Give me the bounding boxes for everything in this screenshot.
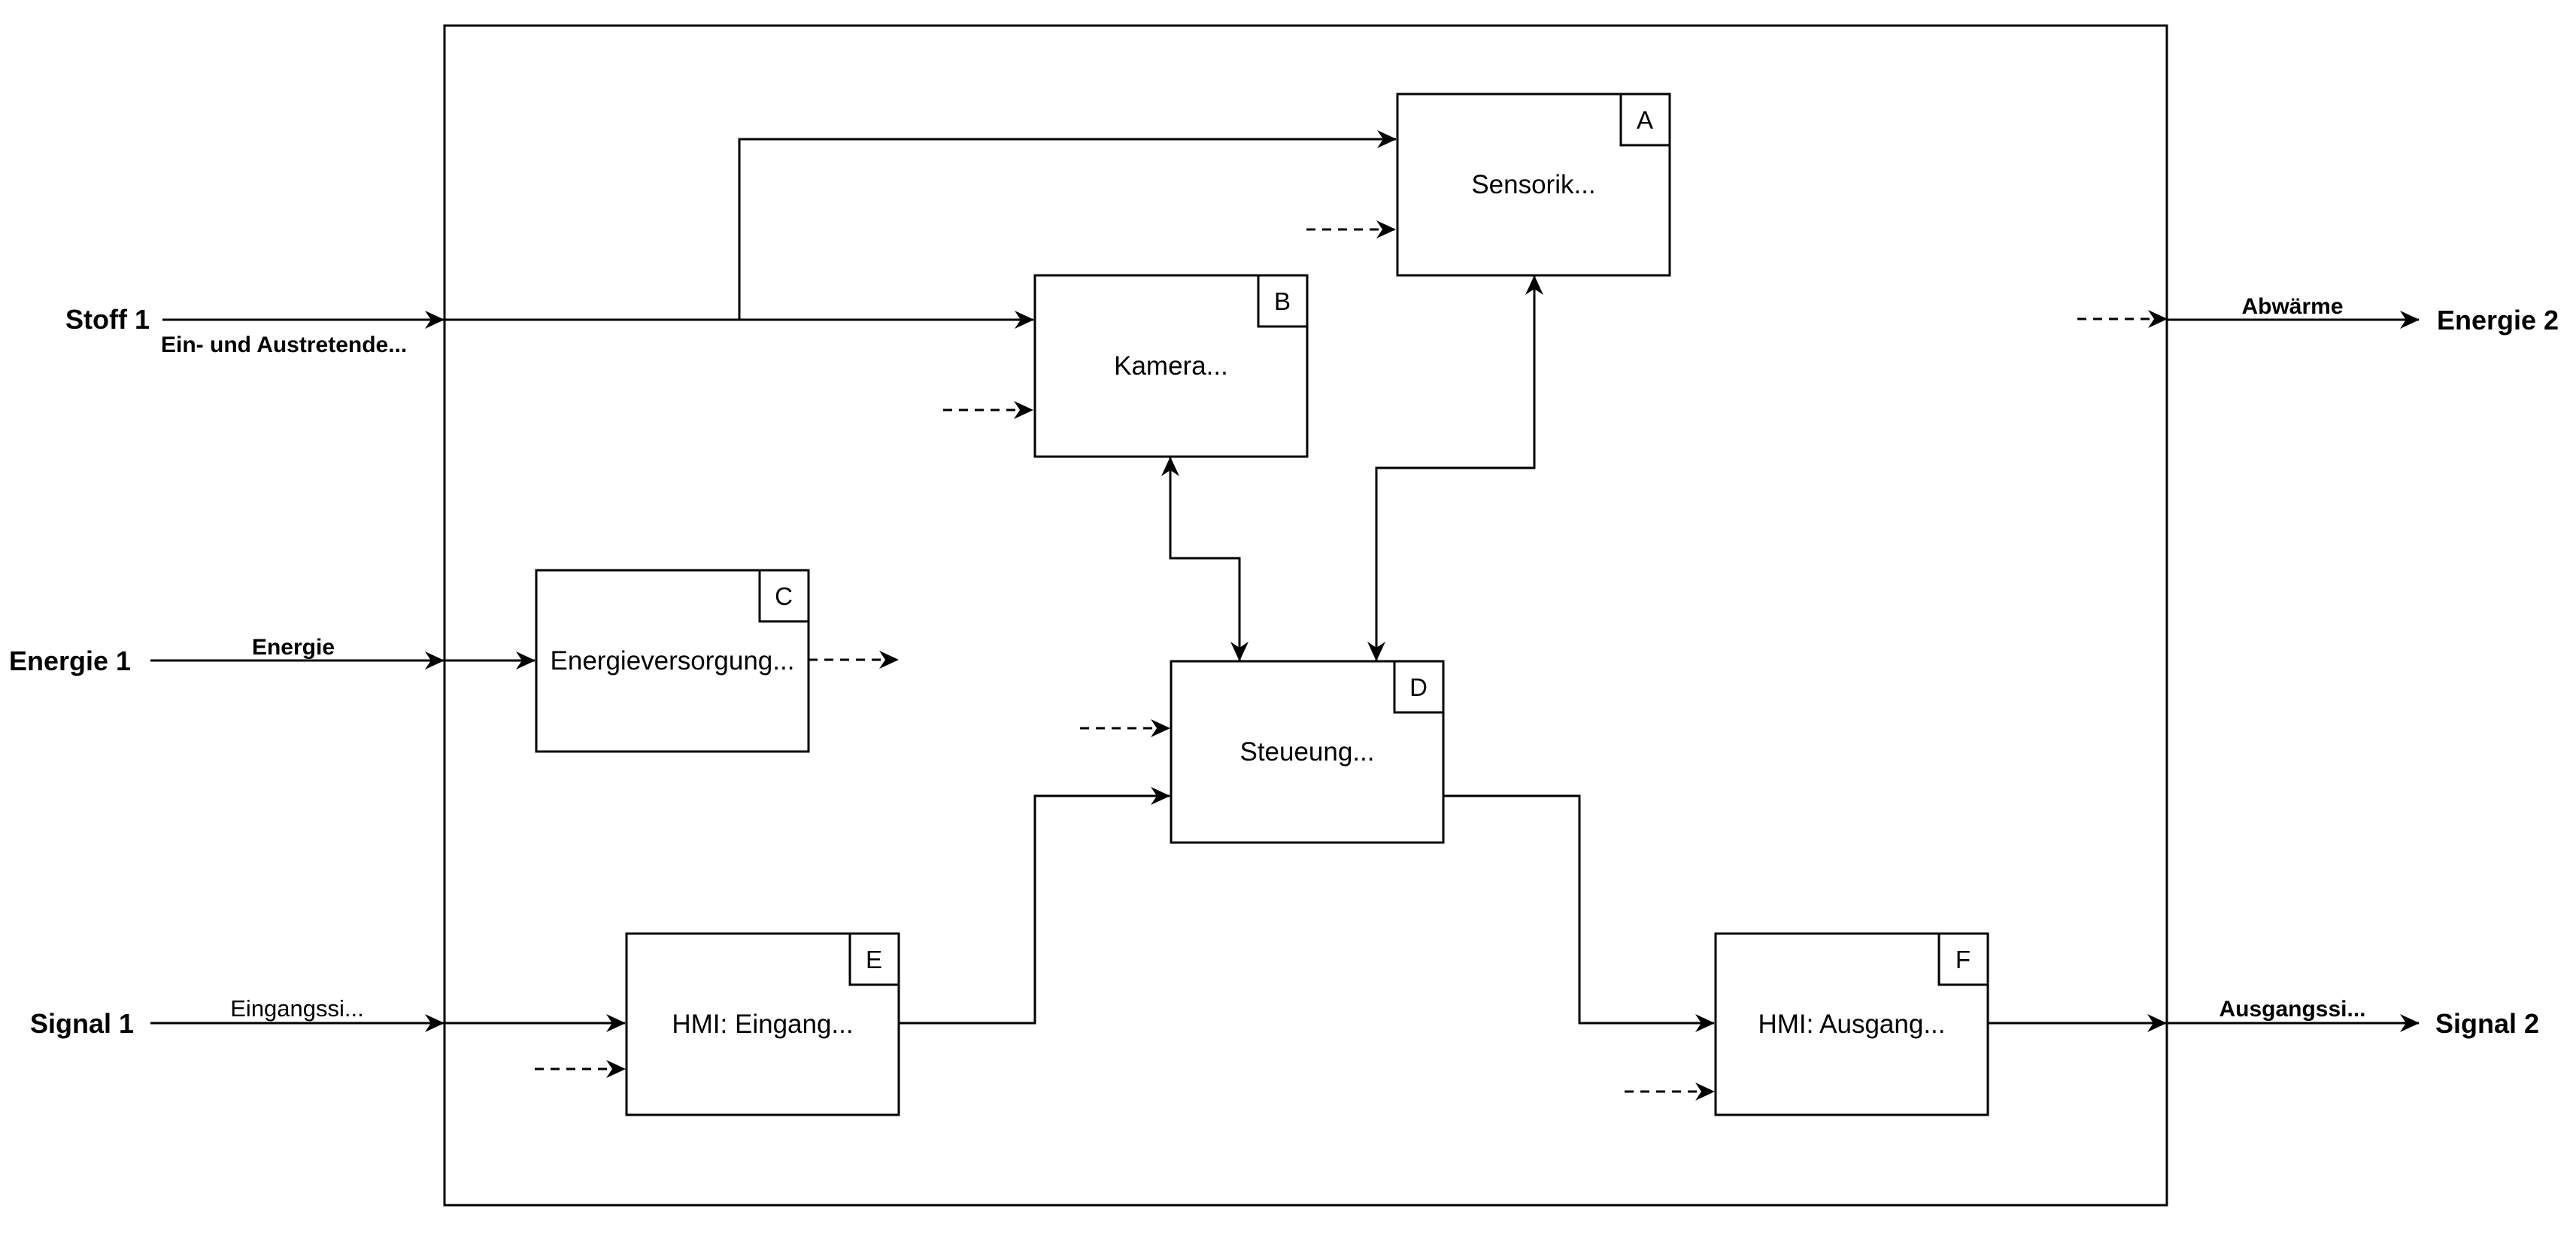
block-title: HMI: Ausgang... [1758,1010,1945,1039]
external-signal-1: Signal 1 [30,1008,134,1039]
e-to-d-arrow [899,787,1170,1025]
sensorik-steuerung-link [1367,275,1543,661]
block-letter: D [1409,673,1428,701]
block-kamera[interactable]: B Kamera... [1033,274,1309,458]
block-title: Kamera... [1114,351,1228,381]
block-letter: F [1956,946,1971,973]
d-to-f-arrow [1443,794,1715,1032]
block-letter: C [775,582,793,610]
external-energie-1: Energie 1 [9,645,131,676]
block-energieversorgung[interactable]: C Energieversorgung... [535,569,810,753]
block-title: Steueung... [1239,737,1374,767]
flow-label-stoff: Ein- und Austretende... [161,333,407,357]
block-title: HMI: Eingang... [672,1010,853,1039]
flow-label-energie: Energie [252,635,335,660]
flow-label-abwaerme: Abwärme [2241,294,2343,319]
flow-label-eingangssignal: Eingangssi... [230,995,364,1022]
block-steuerung[interactable]: D Steueung... [1170,660,1445,844]
block-letter: A [1637,106,1653,134]
flow-label-ausgangssignal: Ausgangssi... [2219,997,2365,1022]
system-boundary [443,24,2168,1207]
block-letter: B [1274,287,1291,315]
kamera-steuerung-link [1161,457,1249,661]
external-stoff-1: Stoff 1 [65,304,150,335]
stoff-to-sensorik-arrow [738,130,1397,320]
block-sensorik[interactable]: A Sensorik... [1396,93,1671,277]
block-letter: E [866,946,882,973]
block-title: Sensorik... [1471,170,1595,199]
block-hmi-eingang[interactable]: E HMI: Eingang... [625,932,900,1116]
external-signal-2: Signal 2 [2435,1008,2539,1039]
external-energie-2: Energie 2 [2437,305,2559,336]
block-hmi-ausgang[interactable]: F HMI: Ausgang... [1714,932,1989,1116]
block-title: Energieversorgung... [551,646,795,676]
